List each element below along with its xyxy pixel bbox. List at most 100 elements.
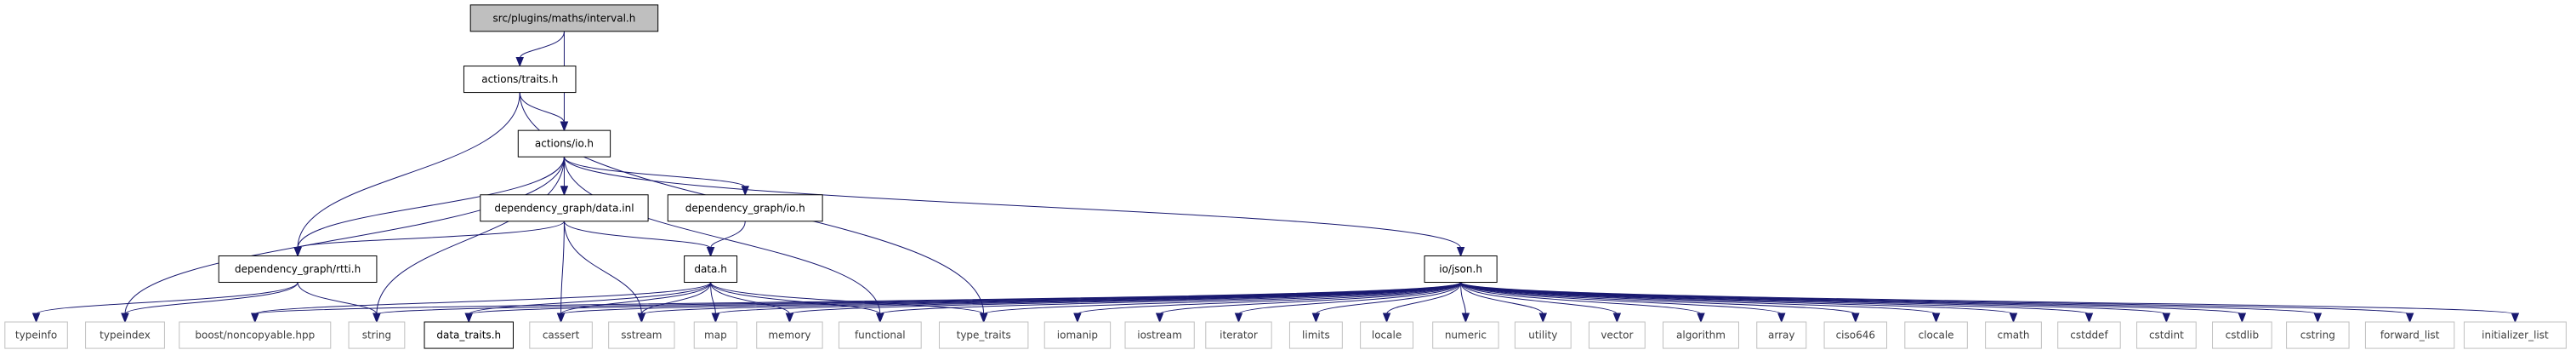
node-label: actions/traits.h (481, 73, 558, 85)
node-box (85, 321, 165, 349)
edge-json-to-cmath (1460, 282, 2018, 324)
node-iomanip[interactable]: iomanip (1043, 321, 1112, 349)
node-label: cstdint (2149, 330, 2184, 341)
edge-io-to-json (563, 157, 1465, 257)
edge-interval-to-traits (515, 31, 565, 67)
node-box (684, 255, 738, 284)
node-data[interactable]: data.h (684, 255, 738, 284)
node-box (1124, 321, 1195, 349)
node-box (756, 321, 823, 349)
node-box (1756, 321, 1807, 349)
node-label: typeinfo (15, 330, 57, 341)
node-iostream[interactable]: iostream (1124, 321, 1195, 349)
node-memory[interactable]: memory (756, 321, 823, 349)
edge-json-to-iterator (1234, 282, 1462, 324)
edge-data-to-data_traits (464, 282, 712, 324)
node-box (1904, 321, 1968, 349)
edge-rtti-to-typeinfo (31, 282, 299, 324)
node-utility[interactable]: utility (1514, 321, 1572, 349)
node-data-traits[interactable]: data_traits.h (424, 321, 514, 349)
node-box (667, 194, 823, 222)
node-io[interactable]: actions/io.h (517, 129, 611, 158)
node-label: ciso646 (1836, 330, 1875, 341)
node-interval[interactable]: src/plugins/maths/interval.h (469, 4, 659, 32)
edge-io-to-dg_io (563, 156, 749, 197)
node-box (517, 129, 611, 158)
node-box (463, 66, 577, 94)
edge-json-to-utility (1460, 282, 1548, 324)
node-label: numeric (1445, 330, 1487, 341)
edge-json-to-memory (785, 282, 1462, 324)
node-box (1043, 321, 1112, 349)
node-cmath[interactable]: cmath (1985, 321, 2042, 349)
node-string[interactable]: string (348, 321, 406, 349)
node-label: actions/io.h (535, 138, 594, 150)
edge-json-to-initializer_list (1460, 282, 2520, 324)
edge-json-to-cstddef (1460, 282, 2094, 324)
node-ciso646[interactable]: ciso646 (1823, 321, 1888, 349)
node-rtti[interactable]: dependency_graph/rtti.h (218, 255, 378, 284)
edge-json-to-locale (1382, 282, 1462, 324)
node-label: data.h (694, 263, 726, 275)
edge-rtti-to-string (297, 282, 381, 324)
node-label: dependency_graph/rtti.h (235, 263, 361, 275)
node-traits[interactable]: actions/traits.h (463, 66, 577, 94)
node-locale[interactable]: locale (1360, 321, 1414, 349)
node-iterator[interactable]: iterator (1205, 321, 1272, 349)
node-box (938, 321, 1029, 349)
node-box (2136, 321, 2197, 349)
node-dg-io[interactable]: dependency_graph/io.h (667, 194, 823, 222)
node-label: utility (1528, 330, 1557, 341)
node-box (179, 321, 332, 349)
node-array[interactable]: array (1756, 321, 1807, 349)
node-label: cassert (543, 330, 580, 341)
node-box (480, 194, 649, 222)
node-label: iostream (1137, 330, 1182, 341)
node-label: sstream (621, 330, 662, 341)
edge-json-to-numeric (1460, 282, 1470, 324)
node-box (1985, 321, 2042, 349)
node-functional[interactable]: functional (838, 321, 922, 349)
node-type-traits[interactable]: type_traits (938, 321, 1029, 349)
edge-dg_io-to-data (706, 221, 746, 257)
node-cassert[interactable]: cassert (529, 321, 593, 349)
node-json[interactable]: io/json.h (1424, 255, 1498, 284)
edge-json-to-ciso646 (1460, 282, 1860, 324)
node-typeindex[interactable]: typeindex (85, 321, 165, 349)
edge-json-to-algorithm (1460, 282, 1705, 324)
node-box (1663, 321, 1739, 349)
node-box (1360, 321, 1414, 349)
node-algorithm[interactable]: algorithm (1663, 321, 1739, 349)
node-box (2057, 321, 2121, 349)
edge-json-to-forward_list (1460, 282, 2414, 324)
node-label: initializer_list (2482, 330, 2549, 341)
node-label: array (1768, 330, 1794, 341)
edge-json-to-vector (1460, 282, 1622, 324)
node-vector[interactable]: vector (1588, 321, 1646, 349)
node-clocale[interactable]: clocale (1904, 321, 1968, 349)
node-limits[interactable]: limits (1288, 321, 1343, 349)
node-label: src/plugins/maths/interval.h (493, 12, 636, 24)
node-label: map (704, 330, 727, 341)
node-cstring[interactable]: cstring (2286, 321, 2350, 349)
node-numeric[interactable]: numeric (1432, 321, 1499, 349)
edge-io-to-typeindex (121, 157, 565, 324)
node-label: iomanip (1057, 330, 1098, 341)
node-map[interactable]: map (693, 321, 738, 349)
node-typeinfo[interactable]: typeinfo (4, 321, 68, 349)
node-initializer-list[interactable]: initializer_list (2463, 321, 2567, 349)
node-dg-data-inl[interactable]: dependency_graph/data.inl (480, 194, 649, 222)
node-forward-list[interactable]: forward_list (2364, 321, 2455, 349)
node-cstdint[interactable]: cstdint (2136, 321, 2197, 349)
node-sstream[interactable]: sstream (608, 321, 675, 349)
node-cstddef[interactable]: cstddef (2057, 321, 2121, 349)
node-box (1205, 321, 1272, 349)
node-noncopyable[interactable]: boost/noncopyable.hpp (179, 321, 332, 349)
node-cstdlib[interactable]: cstdlib (2212, 321, 2272, 349)
node-label: functional (855, 330, 906, 341)
node-box (1288, 321, 1343, 349)
node-box (2463, 321, 2567, 349)
node-box (218, 255, 378, 284)
node-label: typeindex (100, 330, 151, 341)
